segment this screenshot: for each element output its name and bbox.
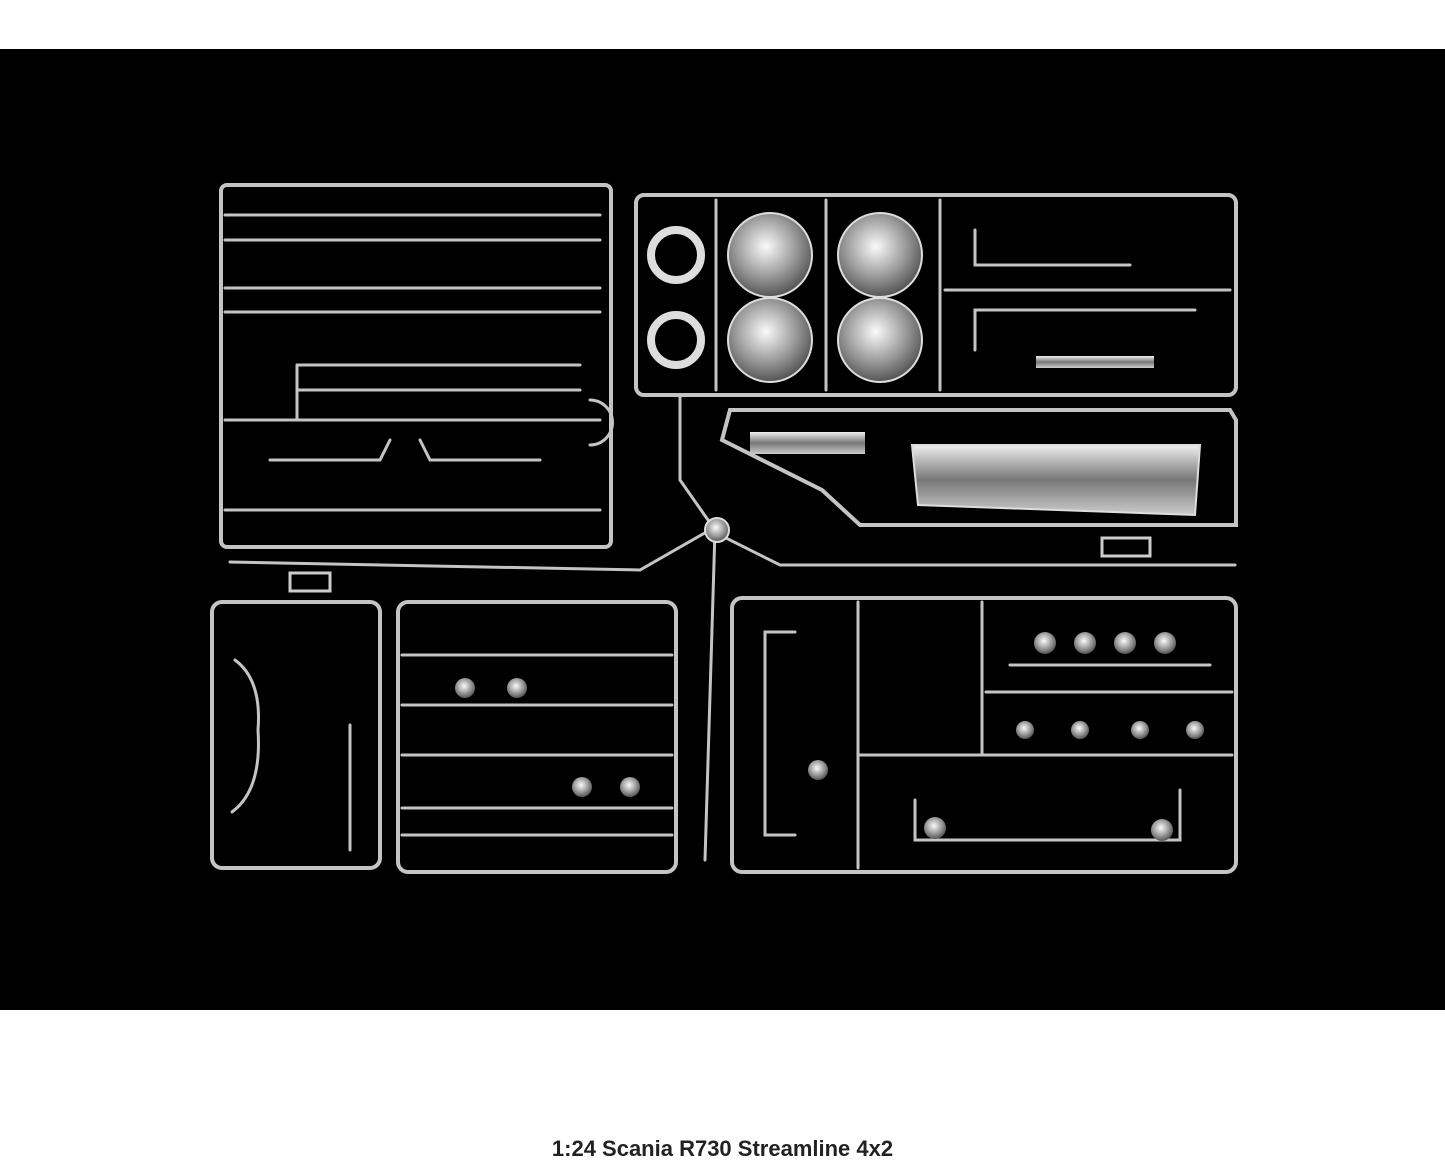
- sprue-photo: [0, 49, 1445, 1010]
- wheel-hubs: [647, 212, 923, 543]
- chrome-sprue-illustration: [210, 183, 1238, 874]
- light-parts: [455, 632, 1204, 841]
- bumper-part: [288, 356, 1202, 593]
- product-caption: 1:24 Scania R730 Streamline 4x2: [551, 1136, 894, 1161]
